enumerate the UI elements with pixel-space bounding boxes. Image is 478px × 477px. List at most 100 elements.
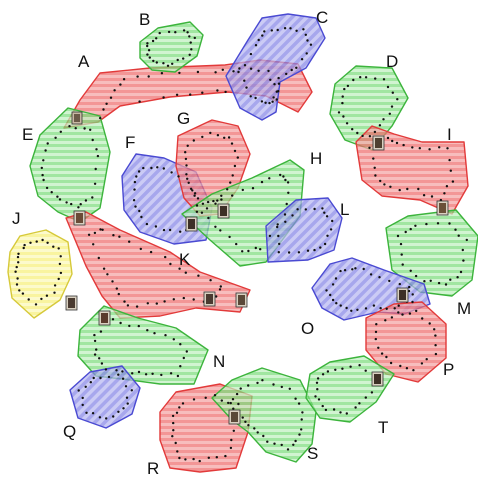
photo-marker-g-h [218,204,229,218]
data-point [335,302,337,304]
data-point [188,35,190,37]
photo-marker-k-l [236,293,247,307]
data-point [397,311,399,313]
data-point [291,69,293,71]
data-point [271,101,273,103]
data-point [100,330,102,332]
data-point [122,407,124,409]
data-point [235,243,237,245]
data-point [209,279,211,281]
data-point [414,225,416,227]
data-point [89,129,91,131]
label-p: P [443,360,454,379]
data-point [201,136,203,138]
data-point [247,250,249,252]
data-point [232,408,234,410]
data-point [111,280,113,282]
label-d: D [386,52,398,71]
data-point [264,102,266,104]
data-point [435,353,437,355]
data-point [254,97,256,99]
data-point [170,372,172,374]
data-point [179,365,181,367]
data-point [91,196,93,198]
data-point [240,387,242,389]
data-point [374,131,376,133]
label-a: A [78,52,90,71]
data-point [119,322,121,324]
photo-marker-o-p [397,288,408,302]
data-point [162,62,164,64]
data-point [291,214,293,216]
data-point [277,235,279,237]
data-point [119,83,121,85]
data-point [425,223,427,225]
data-point [241,250,243,252]
data-point [286,203,288,205]
data-point [58,247,60,249]
data-point [423,194,425,196]
data-point [261,181,263,183]
data-point [259,248,261,250]
data-point [250,95,252,97]
data-point [385,356,387,358]
data-point [394,307,396,309]
data-point [201,212,203,214]
data-point [382,118,384,120]
region-e [30,108,110,222]
data-point [173,338,175,340]
data-point [184,458,186,460]
data-point [230,402,232,404]
data-point [300,428,302,430]
data-point [176,94,178,96]
data-point [324,243,326,245]
data-point [354,267,356,269]
data-point [80,203,82,205]
data-point [268,177,270,179]
data-point [415,275,417,277]
data-point [138,325,140,327]
data-point [325,289,327,291]
data-point [36,240,38,242]
data-point [257,70,259,72]
data-point [83,127,85,129]
data-point [298,402,300,404]
data-point [406,367,408,369]
data-point [386,308,388,310]
region-c [226,14,325,120]
data-point [244,421,246,423]
data-point [378,276,380,278]
data-point [220,195,222,197]
data-point [323,212,325,214]
data-point [177,59,179,61]
data-point [131,372,133,374]
data-point [230,447,232,449]
data-point [85,386,87,388]
data-point [421,317,423,319]
label-i: I [447,125,452,144]
data-point [184,151,186,153]
data-point [14,271,16,273]
data-point [148,75,150,77]
data-point [375,331,377,333]
data-point [373,304,375,306]
data-point [331,220,333,222]
data-point [178,457,180,459]
data-point [335,277,337,279]
data-point [326,235,328,237]
data-point [191,189,193,191]
data-point [305,208,307,210]
data-point [99,416,101,418]
data-point [317,377,319,379]
data-point [197,275,199,277]
data-point [340,304,342,306]
data-point [17,253,19,255]
label-q: Q [63,422,76,441]
data-point [65,201,67,203]
data-point [53,292,55,294]
label-t: T [378,418,388,437]
data-point [179,343,181,345]
data-point [374,174,376,176]
data-point [227,402,229,404]
data-point [163,229,165,231]
